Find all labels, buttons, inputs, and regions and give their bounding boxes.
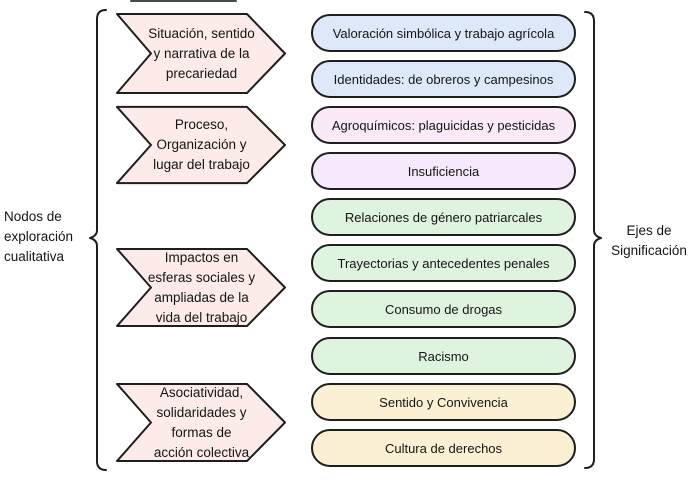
axis-pill-label: Racismo — [418, 348, 469, 364]
right-axis-label: Ejes de Significación — [611, 223, 687, 258]
exploration-node-arrow: Proceso, Organización y lugar del trabaj… — [115, 105, 288, 185]
exploration-node-arrow: Asociatividad, solidaridades y formas de… — [115, 382, 288, 463]
signification-axis-pill: Cultura de derechos — [311, 429, 576, 467]
axis-pill-label: Trayectorias y antecedentes penales — [337, 255, 550, 271]
chevron-arrow-shape — [115, 382, 288, 463]
chevron-arrow-shape — [115, 247, 288, 328]
exploration-node-arrow: Situación, sentido y narrativa de la pre… — [115, 12, 288, 95]
axis-pill-label: Agroquímicos: plaguicidas y pesticidas — [331, 117, 556, 133]
signification-axis-pill: Identidades: de obreros y campesinos — [311, 60, 576, 98]
signification-axis-pill: Valoración simbólica y trabajo agrícola — [311, 14, 576, 52]
signification-axis-pill: Relaciones de género patriarcales — [311, 198, 576, 236]
signification-axis-pill: Racismo — [311, 337, 576, 375]
exploration-node-label: Situación, sentido y narrativa de la pre… — [148, 25, 255, 81]
axis-pill-label: Cultura de derechos — [384, 440, 503, 456]
cropped-top-line — [130, 0, 237, 2]
axis-pill-label: Identidades: de obreros y campesinos — [333, 71, 554, 87]
exploration-node-label: Asociatividad, solidaridades y formas de… — [153, 384, 250, 460]
axis-pill-label: Consumo de drogas — [384, 301, 503, 317]
signification-axis-pill: Agroquímicos: plaguicidas y pesticidas — [311, 106, 576, 144]
chevron-arrow-shape — [115, 12, 288, 95]
signification-axis-pill: Consumo de drogas — [311, 290, 576, 328]
signification-axis-pill: Insuficiencia — [311, 152, 576, 190]
right-curly-brace — [584, 11, 602, 469]
signification-axis-pill: Trayectorias y antecedentes penales — [311, 244, 576, 282]
left-axis-label: Nodos de exploración cualitativa — [4, 209, 74, 264]
axis-pill-label: Relaciones de género patriarcales — [344, 209, 543, 225]
axis-pill-label: Sentido y Convivencia — [379, 394, 508, 410]
exploration-node-label: Proceso, Organización y lugar del trabaj… — [153, 117, 250, 172]
chevron-arrow-shape — [115, 105, 288, 185]
exploration-node-label: Impactos en esferas sociales y ampliadas… — [147, 249, 256, 325]
axis-pill-label: Valoración simbólica y trabajo agrícola — [332, 25, 555, 41]
axis-pill-label: Insuficiencia — [407, 163, 480, 179]
signification-axis-pill: Sentido y Convivencia — [311, 383, 576, 421]
exploration-node-arrow: Impactos en esferas sociales y ampliadas… — [115, 247, 288, 328]
